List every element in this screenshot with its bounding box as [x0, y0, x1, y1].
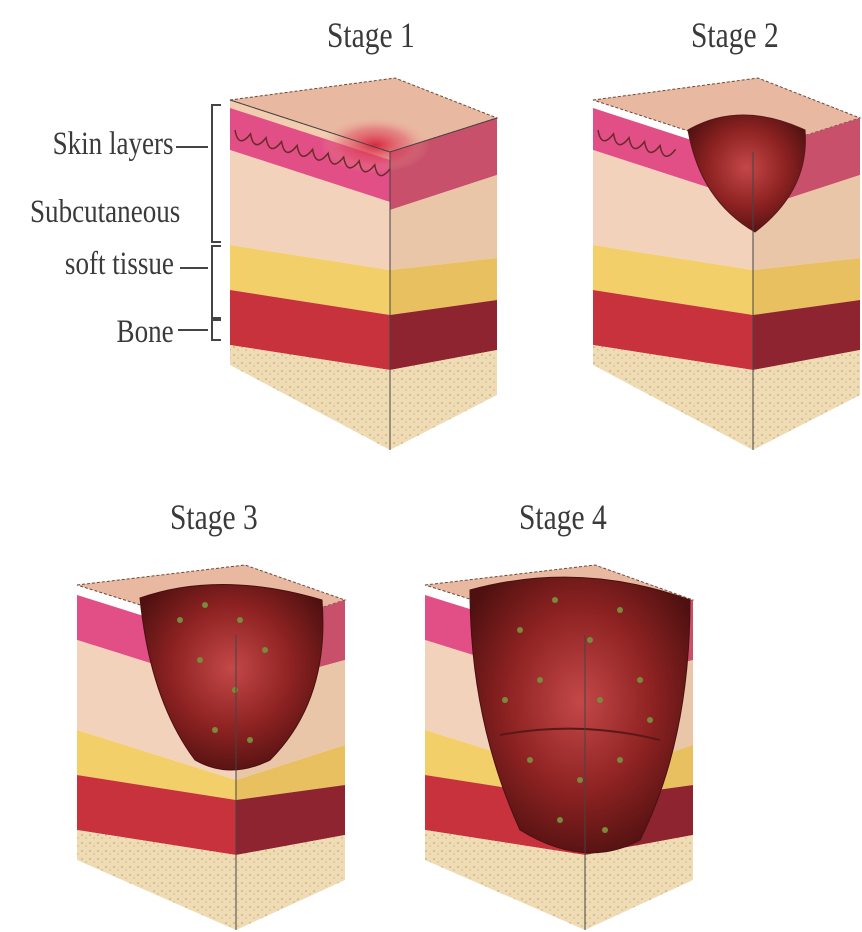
legend-brackets	[176, 105, 221, 340]
stage-1-block	[230, 78, 497, 450]
stage-4-block	[425, 565, 693, 930]
stage-3-block	[77, 565, 345, 930]
stage-2-block	[593, 78, 860, 450]
